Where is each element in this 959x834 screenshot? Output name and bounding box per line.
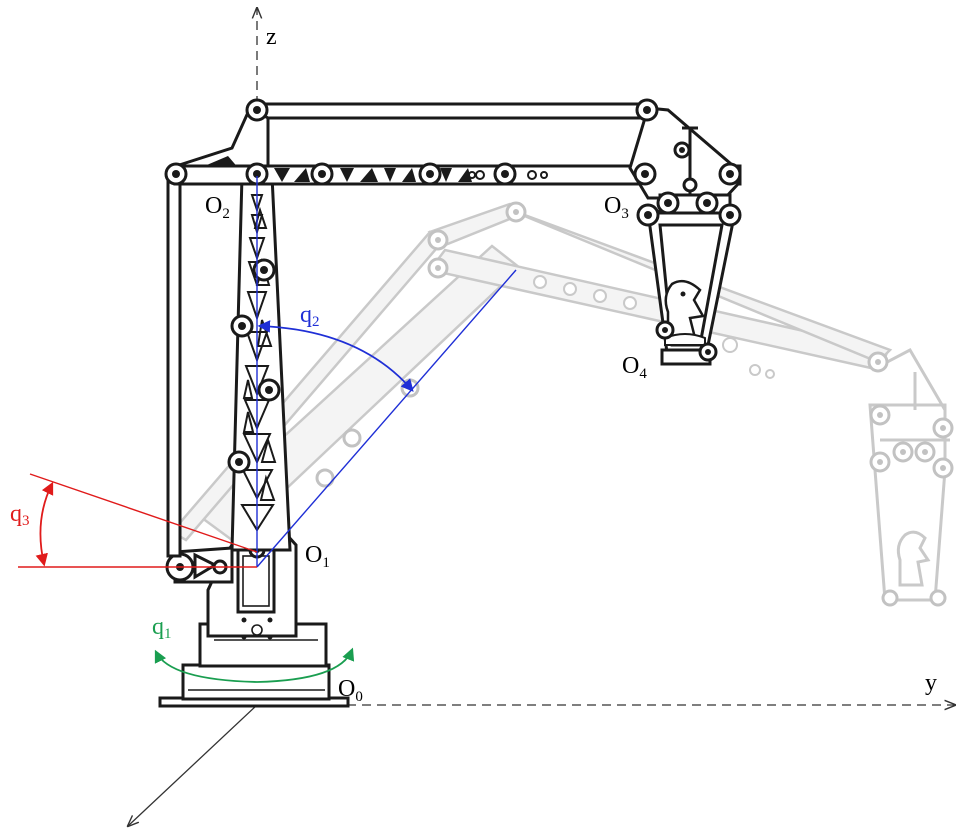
- q3-annotation: [18, 473, 258, 568]
- q1-annotation: [154, 647, 355, 683]
- q3-label: q3: [10, 501, 30, 529]
- o2-label: O2: [205, 193, 230, 222]
- q1-label: q1: [152, 614, 172, 642]
- o4-label: O4: [622, 353, 647, 382]
- robot-arm: [158, 98, 742, 708]
- o3-label: O3: [604, 193, 629, 222]
- q2-label: q2: [300, 302, 320, 330]
- x-axis: [128, 704, 258, 826]
- axis-labels: z y: [266, 24, 937, 696]
- z-axis-label: z: [266, 24, 277, 50]
- o1-label: O1: [305, 542, 330, 571]
- y-axis-label: y: [925, 670, 937, 696]
- o0-label: O0: [338, 676, 363, 705]
- angle-labels: q1 q2 q3: [10, 302, 320, 642]
- q2-annotation: [256, 176, 517, 568]
- point-labels: O0 O1 O2 O3 O4: [205, 193, 647, 705]
